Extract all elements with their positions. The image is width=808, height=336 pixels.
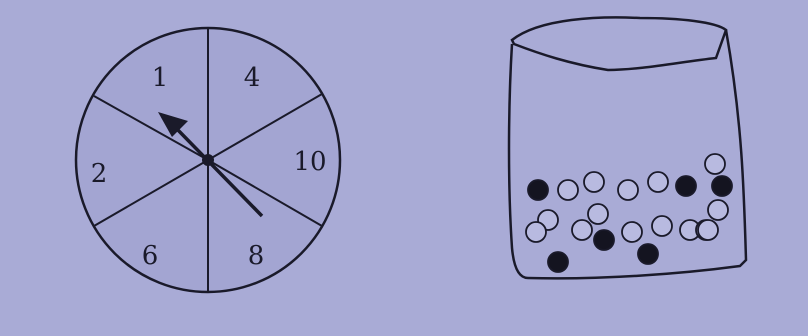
marbles — [526, 154, 732, 272]
black-marble — [528, 180, 548, 200]
spinner: 1 4 10 8 6 2 — [76, 28, 340, 292]
black-marble — [594, 230, 614, 250]
sector-label-8: 8 — [248, 241, 265, 271]
black-marble — [676, 176, 696, 196]
black-marble — [638, 244, 658, 264]
white-marble — [705, 154, 725, 174]
sector-label-4: 4 — [244, 63, 261, 93]
black-marble — [548, 252, 568, 272]
sector-label-1: 1 — [152, 63, 169, 93]
white-marble — [584, 172, 604, 192]
white-marble — [622, 222, 642, 242]
sector-label-6: 6 — [142, 241, 159, 271]
white-marble — [618, 180, 638, 200]
white-marble — [526, 222, 546, 242]
jar — [509, 17, 746, 278]
white-marble — [588, 204, 608, 224]
sector-label-2: 2 — [91, 159, 108, 189]
white-marble — [652, 216, 672, 236]
spinner-pivot — [202, 154, 214, 166]
white-marble — [648, 172, 668, 192]
white-marble — [708, 200, 728, 220]
sector-label-10: 10 — [293, 147, 326, 177]
black-marble — [712, 176, 732, 196]
white-marble — [698, 220, 718, 240]
white-marble — [558, 180, 578, 200]
white-marble — [572, 220, 592, 240]
jar-lid — [512, 17, 726, 70]
